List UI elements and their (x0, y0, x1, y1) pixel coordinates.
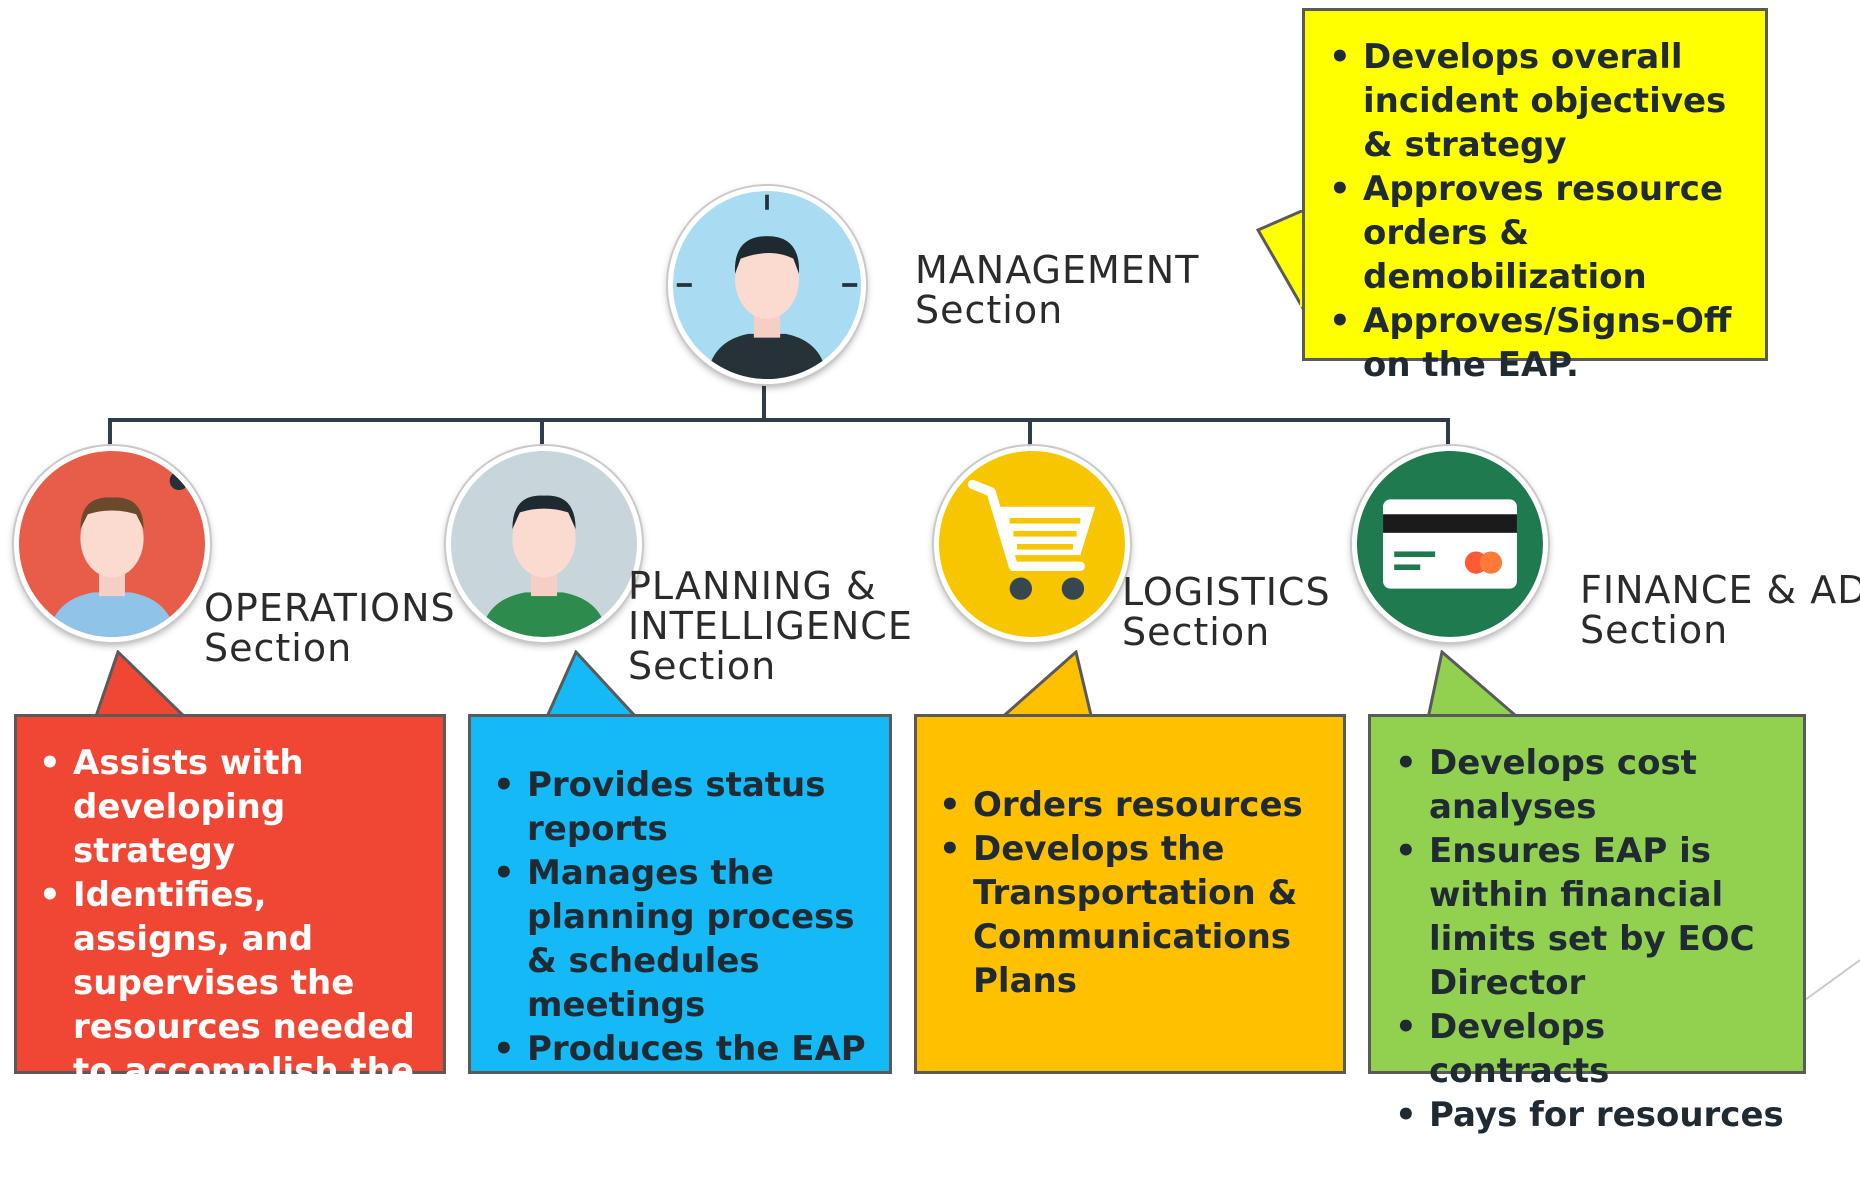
planning-label-line1: PLANNING & (628, 564, 877, 608)
logistics-bullet: Orders resources (935, 783, 1333, 827)
management-label: MANAGEMENT Section (915, 250, 1199, 330)
finance-avatar (1352, 446, 1548, 642)
management-bullet: Approves/Signs-Off on the EAP. (1325, 299, 1755, 387)
operations-label-line2: Section (204, 626, 353, 670)
credit-card-icon (1357, 451, 1543, 637)
planning-label-line2: INTELLIGENCE (628, 604, 913, 648)
operations-bullet-list: Assists with developing strategy Identif… (35, 741, 433, 1181)
operations-bullet: Identifies, assigns, and supervises the … (35, 873, 433, 1181)
logistics-label-line1: LOGISTICS (1122, 570, 1331, 614)
manager-avatar-icon (673, 191, 861, 379)
finance-label-line1: FINANCE & ADMIN (1580, 568, 1860, 612)
logistics-label-line2: Section (1122, 610, 1271, 654)
operations-label: OPERATIONS Section (204, 588, 456, 668)
planning-bullet: Produces the EAP (489, 1027, 879, 1071)
decorative-corner-line (1804, 959, 1860, 1001)
planning-bullet: Provides status reports (489, 763, 879, 851)
management-bullet: Approves resource orders & demobilizatio… (1325, 167, 1755, 299)
planning-callout: Provides status reports Manages the plan… (468, 714, 892, 1074)
planning-label: PLANNING & INTELLIGENCE Section (628, 566, 913, 686)
management-bullet-list: Develops overall incident objectives & s… (1325, 35, 1755, 387)
finance-bullet: Develops cost analyses (1391, 741, 1793, 829)
management-label-line1: MANAGEMENT (915, 248, 1200, 292)
finance-bullet: Develops contracts (1391, 1005, 1793, 1093)
management-callout: Develops overall incident objectives & s… (1302, 8, 1768, 385)
org-connector-lines (108, 370, 1860, 1001)
finance-label: FINANCE & ADMIN Section (1580, 570, 1860, 650)
operations-bullet: Assists with developing strategy (35, 741, 433, 873)
logistics-bullet-list: Orders resources Develops the Transporta… (935, 783, 1333, 1003)
shopping-cart-icon (939, 451, 1125, 637)
planning-bullet: Manages the planning process & schedules… (489, 851, 879, 1027)
management-avatar (668, 186, 866, 384)
operations-label-line1: OPERATIONS (204, 586, 456, 630)
finance-label-line2: Section (1580, 608, 1729, 652)
logistics-avatar (934, 446, 1130, 642)
logistics-callout: Orders resources Develops the Transporta… (914, 714, 1346, 1074)
operations-callout: Assists with developing strategy Identif… (14, 714, 446, 1179)
planning-bullet-list: Provides status reports Manages the plan… (489, 763, 879, 1071)
finance-bullet-list: Develops cost analyses Ensures EAP is wi… (1391, 741, 1793, 1137)
logistics-bullet: Develops the Transportation & Communicat… (935, 827, 1333, 1003)
management-label-line2: Section (915, 288, 1064, 332)
logistics-label: LOGISTICS Section (1122, 572, 1331, 652)
planning-avatar (446, 446, 642, 642)
finance-bullet: Pays for resources (1391, 1093, 1793, 1137)
operations-person-icon (19, 451, 205, 637)
finance-callout: Develops cost analyses Ensures EAP is wi… (1368, 714, 1806, 1137)
planning-label-line3: Section (628, 644, 777, 688)
finance-bullet: Ensures EAP is within financial limits s… (1391, 829, 1793, 1005)
planning-person-icon (451, 451, 637, 637)
operations-avatar (14, 446, 210, 642)
management-bullet: Develops overall incident objectives & s… (1325, 35, 1755, 167)
